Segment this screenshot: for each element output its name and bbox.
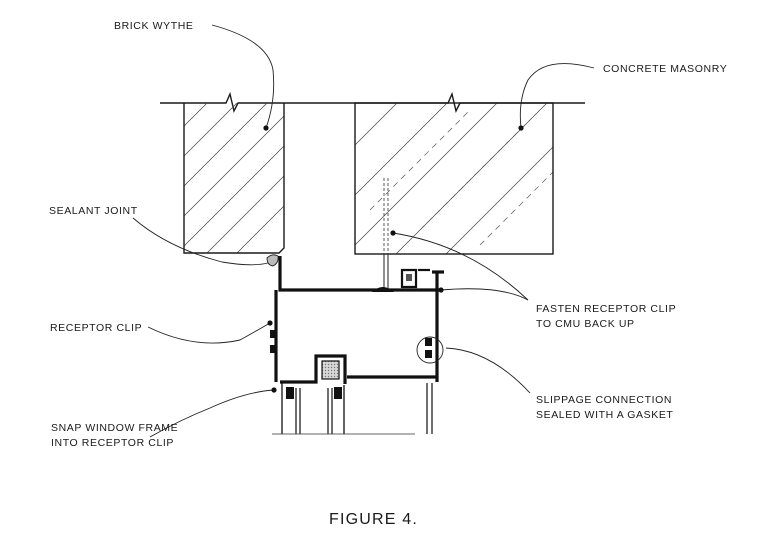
label-concrete-masonry: CONCRETE MASONRY — [603, 63, 727, 75]
brick-wythe-section — [183, 103, 285, 254]
label-fasten-line1: FASTEN RECEPTOR CLIP — [536, 303, 676, 315]
label-snap-line2: INTO RECEPTOR CLIP — [51, 437, 174, 449]
label-sealant-joint: SEALANT JOINT — [49, 205, 138, 217]
label-brick-wythe: BRICK WYTHE — [114, 20, 194, 32]
label-snap-line1: SNAP WINDOW FRAME — [51, 422, 178, 434]
leader-lines — [132, 24, 595, 438]
label-fasten-line2: TO CMU BACK UP — [536, 318, 635, 330]
label-slippage-line1: SLIPPAGE CONNECTION — [536, 394, 672, 406]
figure-caption: FIGURE 4. — [329, 511, 418, 528]
slippage-detail-circle — [416, 336, 444, 364]
window-frame — [272, 354, 433, 435]
sealant-joint — [266, 254, 279, 267]
label-slippage-line2: SEALED WITH A GASKET — [536, 409, 673, 421]
label-receptor-clip: RECEPTOR CLIP — [50, 322, 142, 334]
wall-top-line — [160, 91, 585, 114]
concrete-masonry-section — [354, 102, 554, 255]
cmu-fastener — [383, 178, 389, 290]
receptor-clip — [270, 256, 444, 382]
